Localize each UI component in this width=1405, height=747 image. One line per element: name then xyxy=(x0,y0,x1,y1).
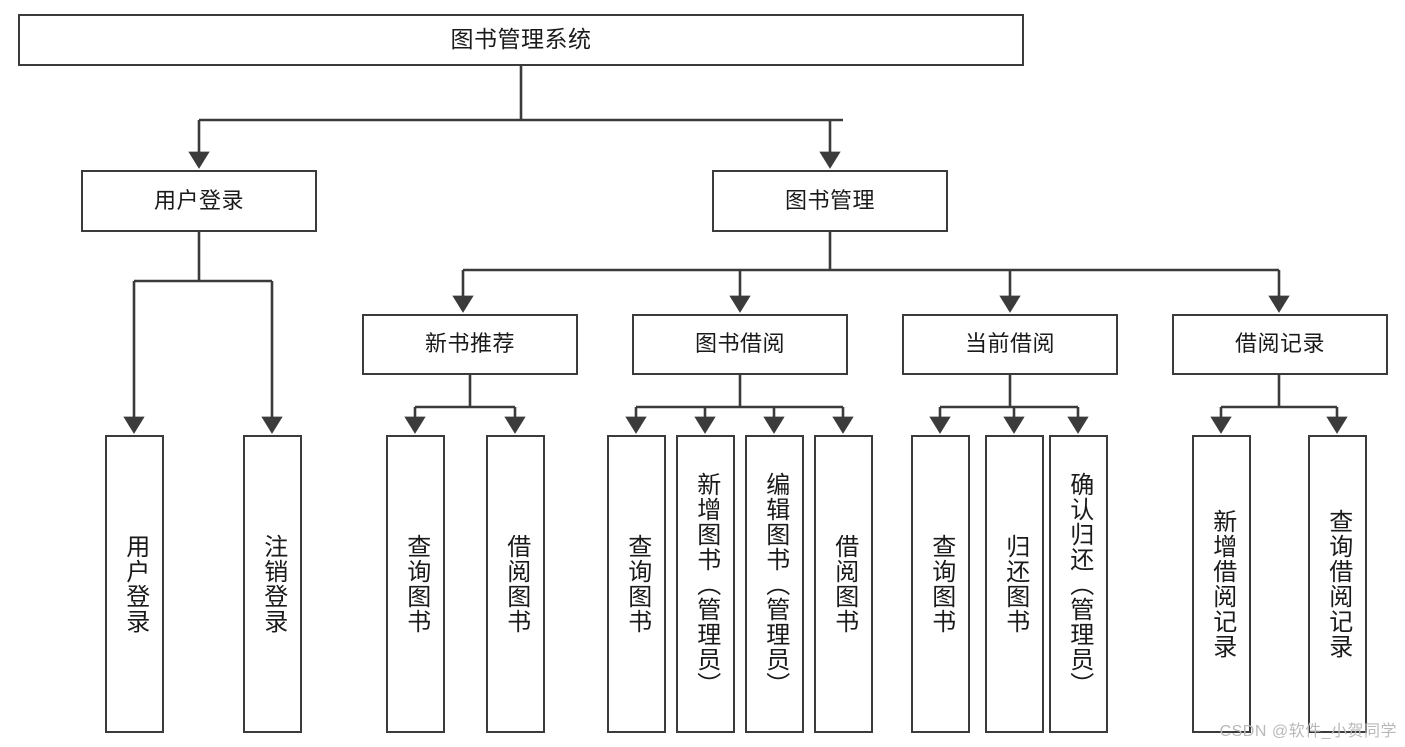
leaf-borrow-book-rec[interactable]: 借阅图书 xyxy=(486,435,545,733)
leaf-query-book-bor-label: 查询图书 xyxy=(623,534,651,634)
leaf-edit-book[interactable]: 编辑图书（管理员） xyxy=(745,435,804,733)
leaf-add-record[interactable]: 新增借阅记录 xyxy=(1192,435,1251,733)
node-current-borrow[interactable]: 当前借阅 xyxy=(902,314,1118,375)
leaf-query-book-cur-label: 查询图书 xyxy=(927,534,955,634)
node-user-login[interactable]: 用户登录 xyxy=(81,170,317,232)
node-current-borrow-label: 当前借阅 xyxy=(964,331,1055,357)
leaf-confirm-return[interactable]: 确认归还（管理员） xyxy=(1049,435,1108,733)
leaf-query-book-rec-label: 查询图书 xyxy=(402,534,430,634)
leaf-borrow-book-rec-label: 借阅图书 xyxy=(502,534,530,634)
node-book-borrow[interactable]: 图书借阅 xyxy=(632,314,848,375)
node-book-borrow-label: 图书借阅 xyxy=(694,331,785,357)
leaf-query-book-bor[interactable]: 查询图书 xyxy=(607,435,666,733)
leaf-return-book-label: 归还图书 xyxy=(1001,534,1029,634)
leaf-query-book-rec[interactable]: 查询图书 xyxy=(386,435,445,733)
node-new-book-recommend-label: 新书推荐 xyxy=(424,331,515,357)
node-book-manage[interactable]: 图书管理 xyxy=(712,170,948,232)
leaf-borrow-book-bor[interactable]: 借阅图书 xyxy=(814,435,873,733)
leaf-user-login-label: 用户登录 xyxy=(121,534,149,634)
node-borrow-record[interactable]: 借阅记录 xyxy=(1172,314,1388,375)
node-user-login-label: 用户登录 xyxy=(153,187,244,213)
leaf-query-record-label: 查询借阅记录 xyxy=(1324,509,1352,659)
leaf-query-record[interactable]: 查询借阅记录 xyxy=(1308,435,1367,733)
csdn-watermark: CSDN @软件_小贺同学 xyxy=(1219,723,1397,740)
leaf-add-book[interactable]: 新增图书（管理员） xyxy=(676,435,735,733)
leaf-logout-login-label: 注销登录 xyxy=(259,534,287,634)
node-root[interactable]: 图书管理系统 xyxy=(18,14,1024,66)
leaf-borrow-book-bor-label: 借阅图书 xyxy=(830,534,858,634)
node-new-book-recommend[interactable]: 新书推荐 xyxy=(362,314,578,375)
leaf-add-record-label: 新增借阅记录 xyxy=(1208,509,1236,659)
leaf-add-book-label: 新增图书（管理员） xyxy=(692,471,720,697)
leaf-user-login[interactable]: 用户登录 xyxy=(105,435,164,733)
leaf-edit-book-label: 编辑图书（管理员） xyxy=(761,471,789,697)
leaf-logout-login[interactable]: 注销登录 xyxy=(243,435,302,733)
node-book-manage-label: 图书管理 xyxy=(784,187,875,213)
node-root-label: 图书管理系统 xyxy=(450,26,592,53)
leaf-confirm-return-label: 确认归还（管理员） xyxy=(1065,471,1093,697)
leaf-query-book-cur[interactable]: 查询图书 xyxy=(911,435,970,733)
leaf-return-book[interactable]: 归还图书 xyxy=(985,435,1044,733)
node-borrow-record-label: 借阅记录 xyxy=(1234,331,1325,357)
